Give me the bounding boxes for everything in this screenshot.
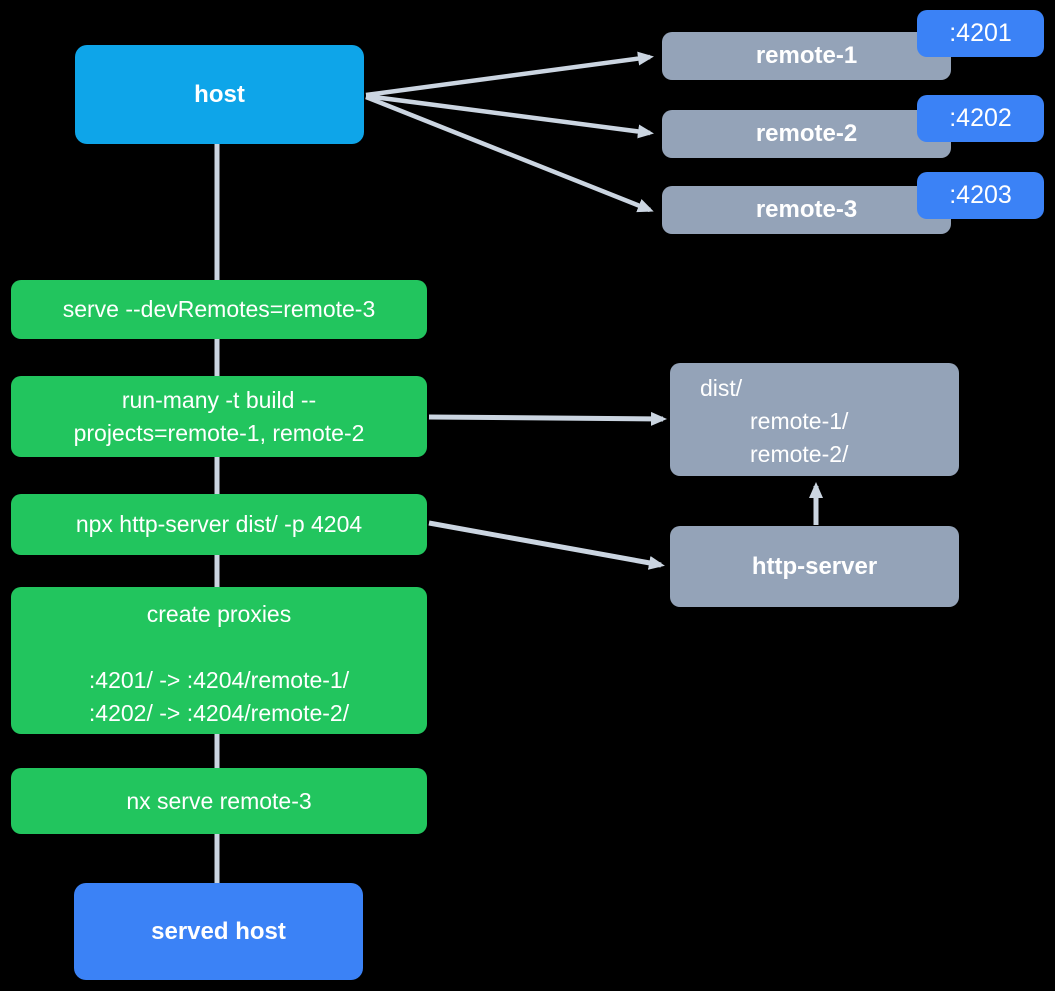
node-remote-1: remote-1 [662,32,951,80]
node-remote-2: remote-2 [662,110,951,158]
step-run-many-build: run-many -t build -- projects=remote-1, … [11,376,427,457]
step-nx-serve-remote-3: nx serve remote-3 [11,768,427,834]
step-serve-dev-remotes-text: serve --devRemotes=remote-3 [62,296,376,322]
step-create-proxies-title: create proxies [146,601,292,627]
port-badge-4202: :4202 [917,95,1044,142]
node-dist-folder: dist/ remote-1/ remote-2/ [670,363,959,476]
port-badge-4202-label: :4202 [949,104,1012,132]
port-badge-4201-label: :4201 [949,19,1012,47]
served-host-label: served host [151,917,286,945]
step-create-proxies: create proxies :4201/ -> :4204/remote-1/… [11,587,427,734]
edge-host-remote-2 [365,93,654,139]
dist-line-remote-1: remote-1/ [750,408,849,434]
step-nx-serve-remote-3-text: nx serve remote-3 [126,787,312,814]
step-run-many-build-line-1: run-many -t build -- [121,386,317,413]
dist-line-remote-2: remote-2/ [750,441,849,467]
remote-3-label: remote-3 [755,196,858,223]
step-serve-dev-remotes: serve --devRemotes=remote-3 [11,280,427,339]
node-served-host: served host [74,883,363,980]
port-badge-4203: :4203 [917,172,1044,219]
remote-2-label: remote-2 [755,120,858,147]
edge-host-remote-1 [365,51,654,98]
step-npx-http-server: npx http-server dist/ -p 4204 [11,494,427,555]
node-remote-3: remote-3 [662,186,951,234]
dist-line-root: dist/ [700,375,743,401]
remote-1-label: remote-1 [755,42,858,69]
node-http-server: http-server [670,526,959,607]
step-run-many-build-line-2: projects=remote-1, remote-2 [73,419,365,446]
step-create-proxies-line-2: :4202/ -> :4204/remote-2/ [88,700,350,726]
step-create-proxies-line-1: :4201/ -> :4204/remote-1/ [88,667,350,693]
host-label: host [194,80,245,108]
edge-build-dist [428,411,667,426]
http-server-label: http-server [751,552,878,580]
step-npx-http-server-text: npx http-server dist/ -p 4204 [75,511,363,537]
port-badge-4201: :4201 [917,10,1044,57]
port-badge-4203-label: :4203 [949,181,1012,209]
edge-npx-http-server [428,520,665,570]
edge-host-remote-3 [365,94,654,213]
node-host: host [75,45,364,144]
